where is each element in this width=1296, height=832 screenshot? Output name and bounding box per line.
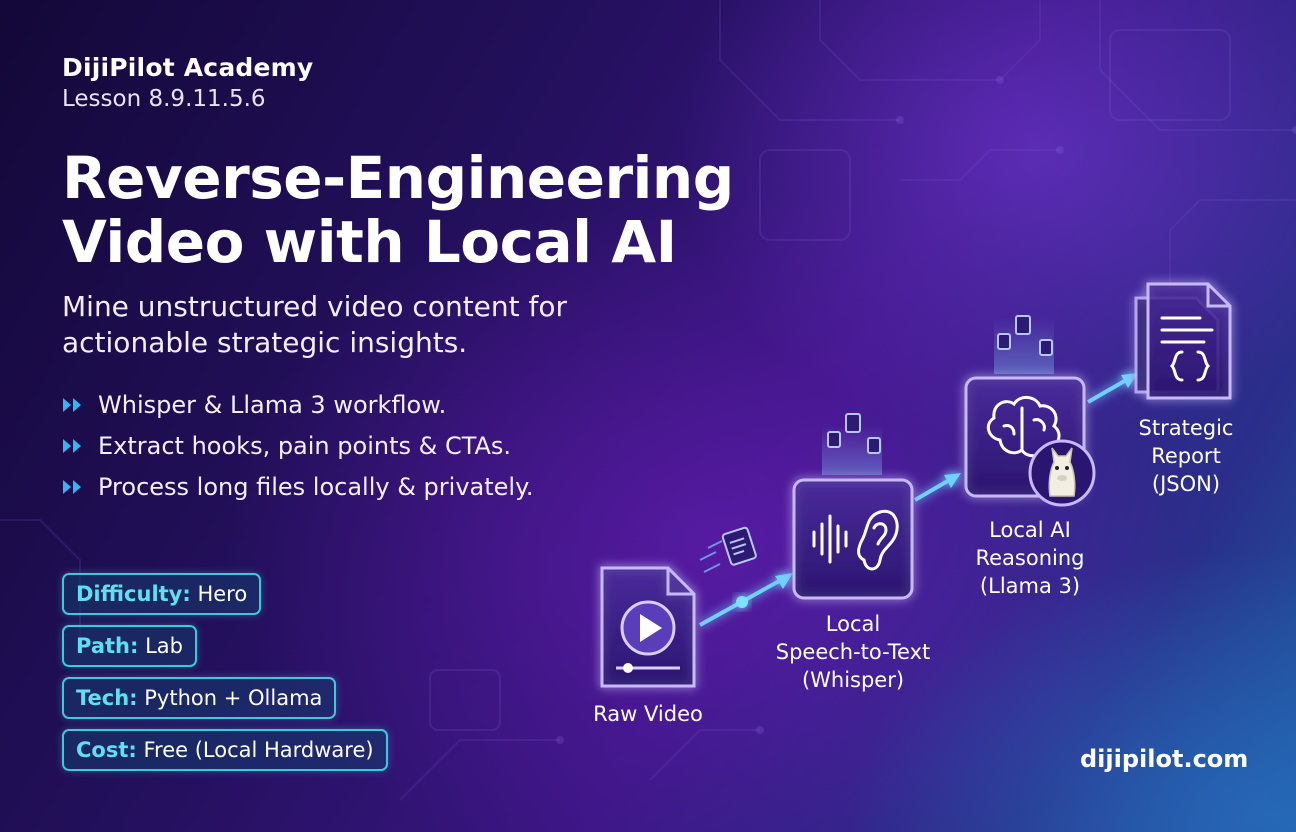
feature-list: Whisper & Llama 3 workflow. Extract hook… [62,384,533,507]
feature-item: Whisper & Llama 3 workflow. [62,384,533,425]
subtitle-line-1: Mine unstructured video content for [62,290,568,323]
strategic-report-label-line: Report [1151,444,1221,468]
strategic-report-label: Strategic Report (JSON) [1116,414,1256,498]
tag-difficulty: Difficulty: Hero [62,573,262,615]
tag-key: Path: [76,634,139,658]
double-chevron-right-icon [63,479,81,494]
feature-item: Process long files locally & privately. [62,466,533,507]
tag-key: Cost: [76,738,137,762]
document-stack-icon [997,315,1053,356]
speech-to-text-label: Local Speech-to-Text (Whisper) [753,610,953,694]
json-document-icon [1160,316,1214,382]
arrow-head-1 [775,573,793,589]
website-link[interactable]: dijipilot.com [1080,745,1249,773]
llama-avatar-icon [1028,439,1096,507]
double-chevron-right-icon [63,438,81,453]
subtitle-line-2: actionable strategic insights. [62,326,468,359]
ai-reasoning-label-line: Local AI [989,518,1071,542]
tag-value: Lab [145,634,183,658]
title-line-1: Reverse-Engineering [62,144,734,212]
speech-to-text-label-line: (Whisper) [801,668,905,692]
speech-to-text-node [792,478,914,600]
feature-text: Process long files locally & privately. [98,472,534,501]
title-line-2: Video with Local AI [62,208,677,276]
feature-text: Whisper & Llama 3 workflow. [98,390,447,419]
raw-video-label: Raw Video [578,700,718,728]
feature-text: Extract hooks, pain points & CTAs. [98,431,512,460]
tag-tech: Tech: Python + Ollama [62,677,337,719]
raw-video-label-line: Raw Video [593,702,703,726]
signal-dot [736,596,748,608]
speech-to-text-label-line: Local [825,612,881,636]
strategic-report-label-line: (JSON) [1151,472,1221,496]
tag-key: Difficulty: [76,582,191,606]
subtitle: Mine unstructured video content for acti… [62,289,662,361]
ear-soundwave-icon [812,509,899,571]
tag-cost: Cost: Free (Local Hardware) [62,729,388,771]
play-video-icon [616,600,680,673]
tag-list: Difficulty: Hero Path: Lab Tech: Python … [62,573,388,781]
double-chevron-right-icon [63,397,81,412]
speech-to-text-label-line: Speech-to-Text [775,640,931,664]
document-in-transit-icon [721,526,757,566]
ai-reasoning-label-line: (Llama 3) [979,574,1081,598]
arrow-head-2 [944,473,961,488]
brain-icon [986,396,1061,458]
ai-reasoning-label: Local AI Reasoning (Llama 3) [955,516,1105,600]
page-title: Reverse-Engineering Video with Local AI [62,146,734,274]
ai-reasoning-label-line: Reasoning [975,546,1085,570]
tag-path: Path: Lab [62,625,197,667]
tag-value: Hero [197,582,248,606]
tag-key: Tech: [76,686,138,710]
tag-value: Python + Ollama [144,686,323,710]
arrow-head-3 [1121,373,1138,388]
tag-value: Free (Local Hardware) [143,738,374,762]
lesson-number: Lesson 8.9.11.5.6 [62,86,266,112]
feature-item: Extract hooks, pain points & CTAs. [62,425,533,466]
document-stack-icon [827,413,881,454]
brand-name: DijiPilot Academy [62,53,314,82]
strategic-report-label-line: Strategic [1138,416,1234,440]
